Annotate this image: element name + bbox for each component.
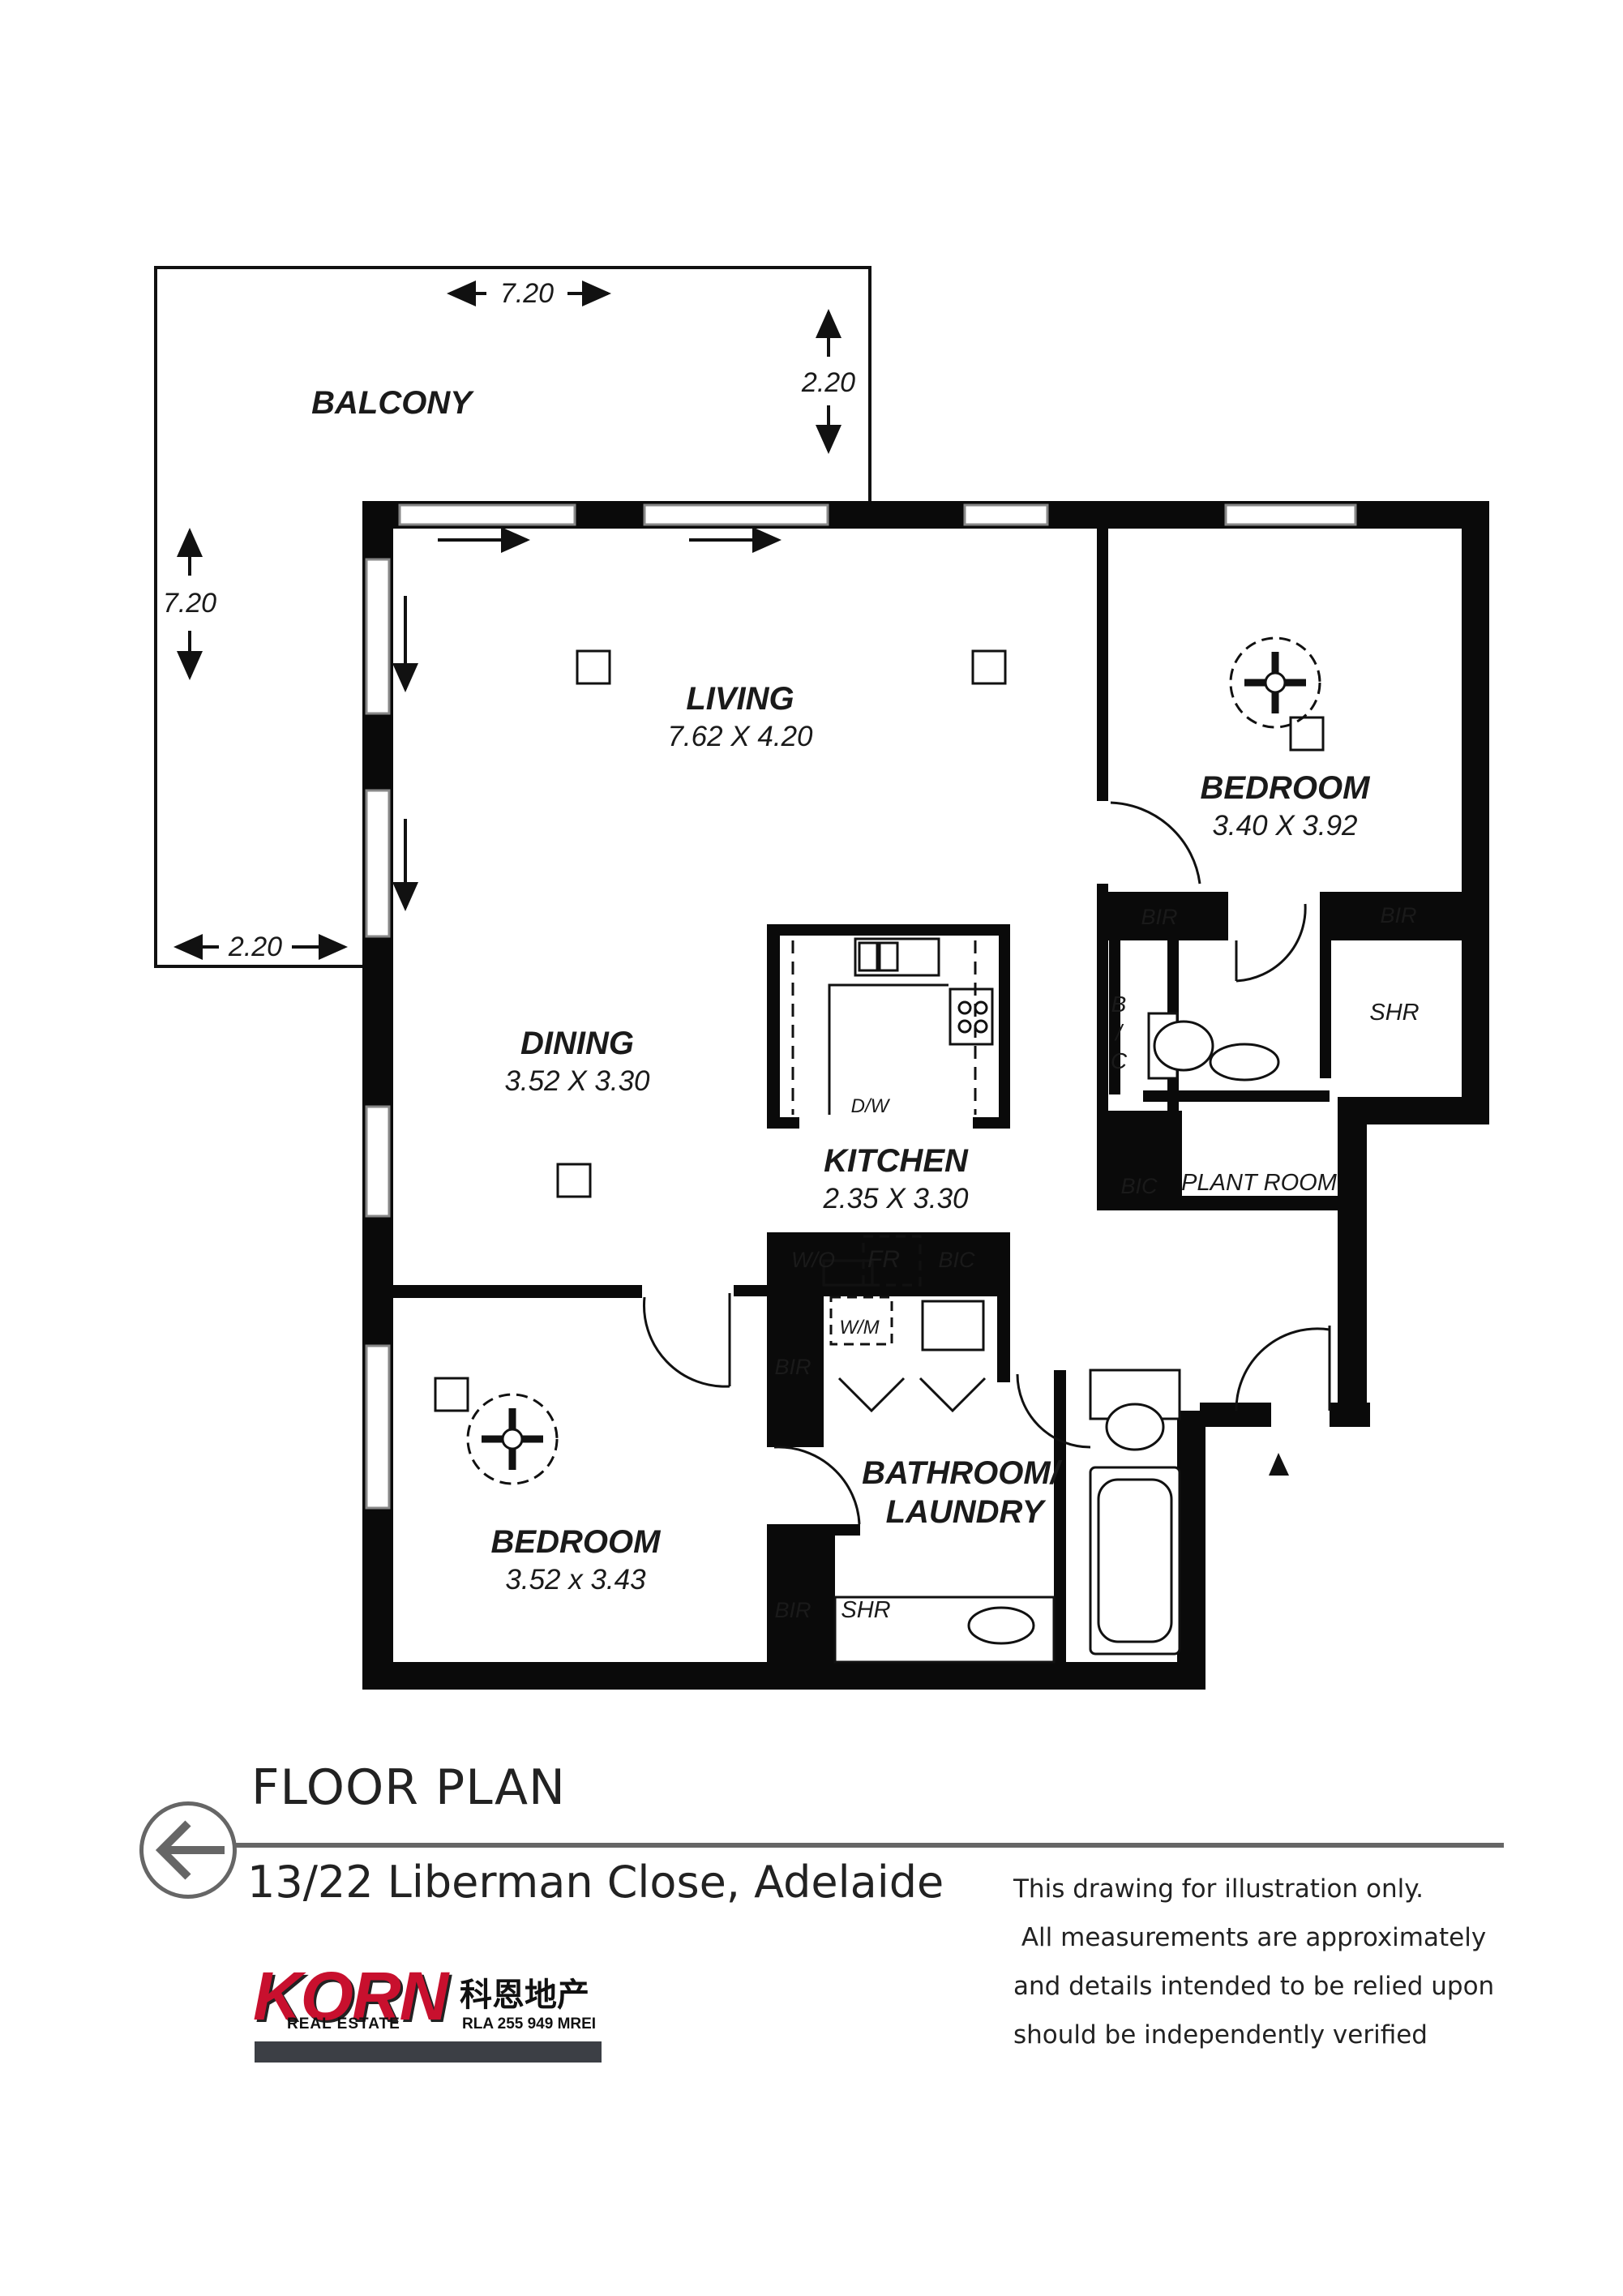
korn-logo: KORN 科恩地产 REAL ESTATE RLA 255 949 MREI: [253, 1962, 602, 2039]
wo-label: W/O: [791, 1248, 835, 1272]
disclaimer-line: All measurements are approximately: [1013, 1923, 1487, 1952]
door-swings: [643, 801, 1331, 1525]
kitchen-label: KITCHEN: [824, 1143, 969, 1179]
kitchen-size: 2.35 X 3.30: [822, 1183, 969, 1214]
bedroom1-label: BEDROOM: [1201, 770, 1372, 806]
dw-label: D/W: [851, 1095, 891, 1117]
bir-label: BIR: [1380, 903, 1416, 927]
shr-label: SHR: [1369, 1000, 1419, 1026]
shr-label: SHR: [841, 1597, 890, 1623]
room-labels: BALCONY LIVING 7.62 X 4.20 BEDROOM 3.40 …: [311, 385, 1371, 1596]
floor-plan-title: FLOOR PLAN: [251, 1759, 566, 1816]
bir-label: BIR: [774, 1598, 811, 1622]
balcony-width-label: 7.20: [500, 278, 554, 309]
outer-walls: [362, 501, 1489, 1690]
bedroom1-size: 3.40 X 3.92: [1212, 810, 1357, 842]
bic-vertical-3: C: [1111, 1048, 1128, 1073]
fr-label: FR: [867, 1246, 900, 1273]
arrow-left-icon: [155, 1820, 225, 1880]
floor-plan: 7.20 2.20 7.20 2.20 BALCONY LIVING 7.62 …: [154, 266, 1489, 1690]
disclaimer-line: should be independently verified: [1013, 2020, 1428, 2050]
bathroom-label-line1: BATHROOM/: [862, 1455, 1063, 1491]
bathroom-label-line2: LAUNDRY: [886, 1494, 1047, 1530]
logo-brand: KORN: [253, 1958, 448, 2034]
dining-label: DINING: [520, 1026, 634, 1061]
bic-label: BIC: [938, 1248, 975, 1272]
back-arrow-button[interactable]: [139, 1801, 237, 1899]
logo-rla: RLA 255 949 MREI: [462, 2015, 597, 2033]
balcony-depth-label: 2.20: [801, 367, 855, 398]
slider-arrows: [392, 527, 782, 911]
bath-fixtures: [833, 1012, 1280, 1664]
logo-chinese: 科恩地产: [460, 1976, 589, 2014]
dimension-arrows: [173, 281, 841, 960]
bir-label: BIR: [1141, 905, 1177, 929]
property-address: 13/22 Liberman Close, Adelaide: [247, 1857, 944, 1908]
entry-marker: [1269, 1453, 1289, 1476]
ceiling-fans: [466, 636, 1321, 1485]
bic-vertical-1: B: [1111, 992, 1127, 1017]
logo-subtitle: REAL ESTATE: [287, 2015, 400, 2033]
wm-label: W/M: [839, 1317, 879, 1339]
ceiling-vents: [434, 649, 1325, 1412]
dimension-labels: 7.20 2.20 7.20 2.20: [163, 278, 855, 962]
bedroom2-size: 3.52 x 3.43: [505, 1564, 646, 1596]
balcony-side-depth-label: 2.20: [228, 932, 282, 962]
balcony-outline: [154, 266, 871, 968]
dining-size: 3.52 X 3.30: [504, 1065, 650, 1097]
disclaimer-line: This drawing for illustration only.: [1013, 1874, 1424, 1904]
balcony-label: BALCONY: [311, 385, 474, 421]
bic-vertical-2: /: [1114, 1020, 1124, 1045]
bir-label: BIR: [774, 1355, 811, 1379]
balcony-side-length-label: 7.20: [163, 588, 216, 619]
logo-bar: [255, 2041, 602, 2063]
footer-rule: [203, 1843, 1504, 1848]
fixture-labels: BIR BIR SHR B / C BIC PLANT ROOM D/W W/O…: [774, 903, 1419, 1623]
disclaimer-line: and details intended to be relied upon: [1013, 1972, 1495, 2001]
bic-label: BIC: [1120, 1174, 1158, 1198]
plant-room-label: PLANT ROOM: [1181, 1170, 1338, 1196]
bedroom2-label: BEDROOM: [491, 1524, 662, 1560]
living-size: 7.62 X 4.20: [667, 721, 813, 752]
living-label: LIVING: [686, 681, 794, 717]
disclaimer: This drawing for illustration only. All …: [1013, 1865, 1581, 2059]
windows: [365, 503, 1357, 1510]
kitchen-fixtures: [791, 937, 994, 1413]
